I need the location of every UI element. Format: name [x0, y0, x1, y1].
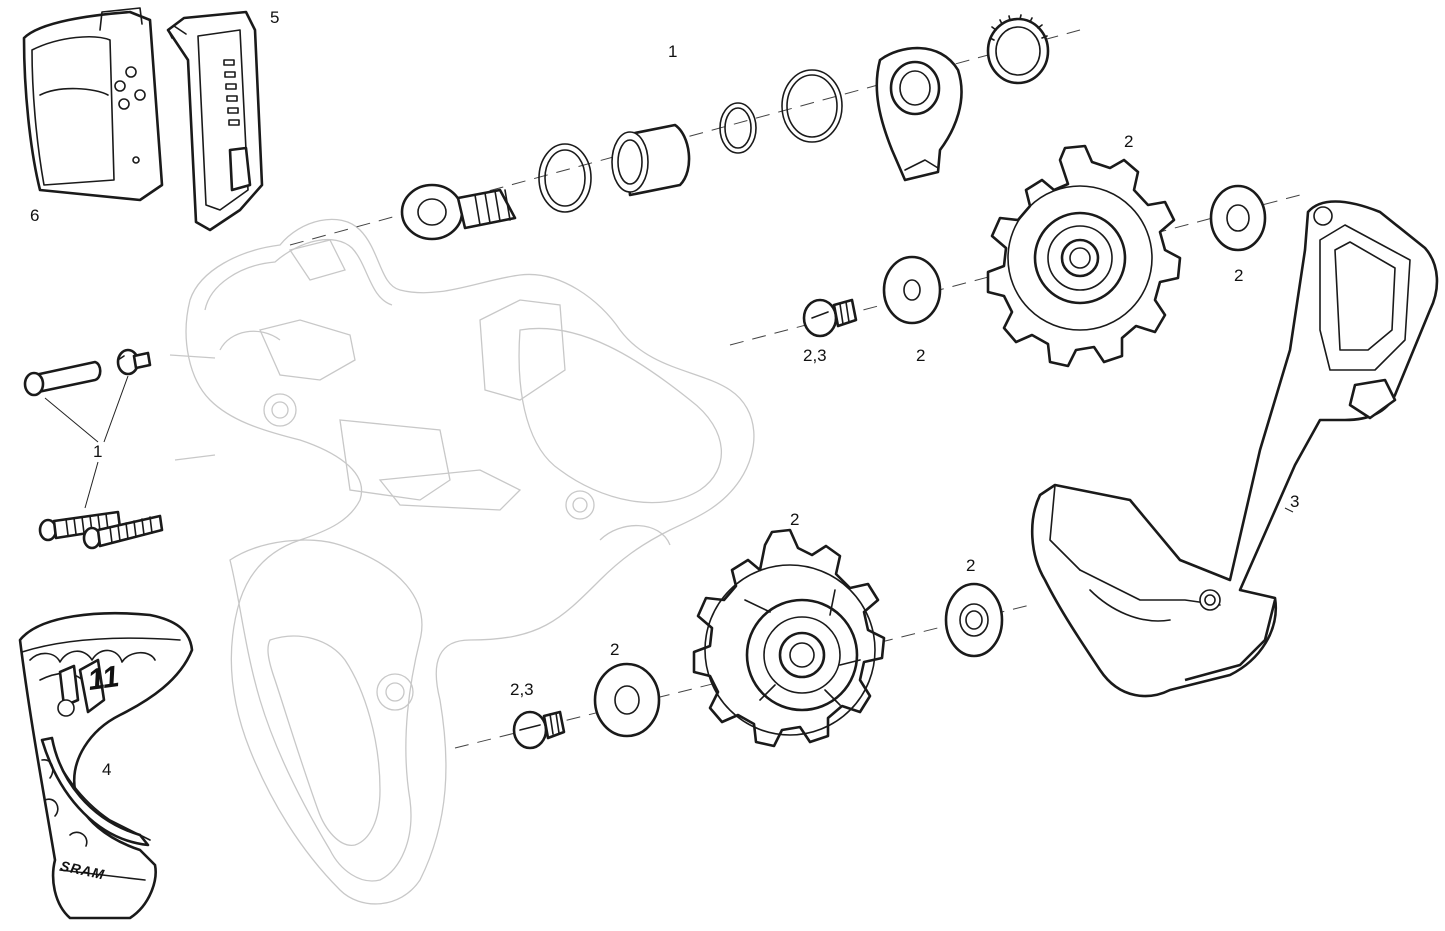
callout-2-3-upper-bolt: 2,3 — [803, 346, 827, 365]
upper-washer-right — [1209, 184, 1267, 252]
callout-5-battery-cover: 5 — [270, 8, 280, 27]
callout-6-battery: 6 — [30, 206, 40, 225]
lower-pulley-bolt — [512, 710, 566, 750]
derailleur-body-ghost — [169, 218, 755, 905]
lower-washer-left — [593, 662, 661, 738]
callout-3-cage-plate: 3 — [1290, 492, 1300, 511]
lower-pulley-part — [454, 528, 1031, 749]
upper-washer-left — [882, 255, 942, 325]
callout-2-lower-washer-right: 2 — [966, 556, 976, 575]
callout-2-upper-washer-right: 2 — [1234, 266, 1244, 285]
cage-plate-part — [1030, 200, 1439, 698]
callout-2-lower-pulley: 2 — [790, 510, 800, 529]
upper-pulley-bolt — [802, 298, 858, 338]
callout-4-chain-gap: 4 — [102, 760, 112, 779]
left-hardware-parts — [23, 348, 164, 550]
battery-cover-part — [166, 10, 264, 232]
upper-pulley-part — [729, 144, 1301, 368]
callout-2-upper-pulley: 2 — [1124, 132, 1134, 151]
callout-1-top: 1 — [668, 42, 678, 61]
callout-1-left: 1 — [93, 442, 103, 461]
callout-2-lower-washer-left: 2 — [610, 640, 620, 659]
battery-part — [22, 7, 164, 202]
callout-2-3-lower-bolt: 2,3 — [510, 680, 534, 699]
chain-gap-guide-part — [18, 611, 194, 920]
bolt-stack-assembly — [289, 14, 1081, 246]
lower-washer-right — [944, 582, 1004, 658]
gear-count-mark: 11 — [85, 659, 122, 698]
callout-2-upper-washer-left: 2 — [916, 346, 926, 365]
